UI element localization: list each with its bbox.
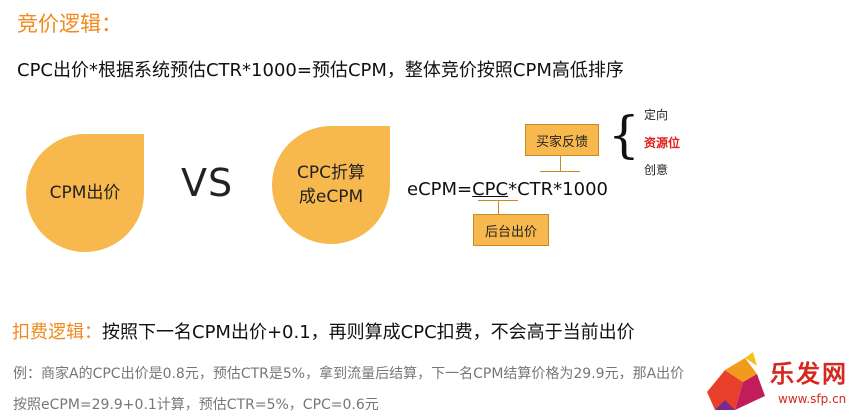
watermark-url: www.sfp.cn — [778, 392, 847, 406]
example-line-1: 例：商家A的CPC出价是0.8元，预估CTR是5%，拿到流量后结算，下一名CPM… — [13, 366, 685, 382]
section-heading-bidding: 竞价逻辑： — [17, 12, 122, 36]
ecpm-suffix: *CTR*1000 — [508, 179, 608, 200]
ecpm-cpc-term: CPC — [472, 179, 509, 200]
backend-bid-box: 后台出价 — [473, 214, 549, 246]
example-line-2: 按照eCPM=29.9+0.1计算，预估CTR=5%，CPC=0.6元 — [13, 397, 379, 413]
buyer-feedback-connector — [560, 155, 561, 171]
cpm-bid-shape: CPM出价 — [26, 134, 144, 252]
buyer-feedback-connector-bar — [540, 171, 580, 172]
brace-item-placement: 资源位 — [644, 136, 681, 150]
buyer-feedback-label: 买家反馈 — [535, 134, 588, 150]
deduction-label: 扣费逻辑： — [12, 322, 102, 343]
ecpm-formula: eCPM=CPC*CTR*1000 — [407, 179, 608, 200]
backend-bid-connector — [498, 200, 499, 214]
cpm-bid-label: CPM出价 — [49, 183, 121, 203]
watermark-name: 乐发网 — [770, 360, 848, 388]
cpc-converted-label-line2: 成eCPM — [298, 187, 364, 207]
deduction-logic: 扣费逻辑：按照下一名CPM出价+0.1，再则算成CPC扣费，不会高于当前出价 — [12, 318, 635, 344]
buyer-feedback-box: 买家反馈 — [525, 124, 599, 156]
ecpm-prefix: eCPM= — [407, 179, 473, 200]
bidding-formula-text: CPC出价*根据系统预估CTR*1000=预估CPM，整体竞价按照CPM高低排序 — [17, 60, 624, 81]
backend-bid-label: 后台出价 — [484, 224, 537, 240]
brace-item-creative: 创意 — [644, 163, 669, 177]
cpc-converted-label-line1: CPC折算 — [297, 163, 365, 183]
curly-brace: { — [608, 106, 640, 164]
watermark-logo-icon — [707, 352, 765, 410]
cpc-converted-shape: CPC折算 成eCPM — [272, 126, 390, 244]
brace-item-targeting: 定向 — [644, 108, 669, 122]
vs-label: VS — [181, 161, 234, 205]
deduction-text: 按照下一名CPM出价+0.1，再则算成CPC扣费，不会高于当前出价 — [102, 322, 635, 343]
